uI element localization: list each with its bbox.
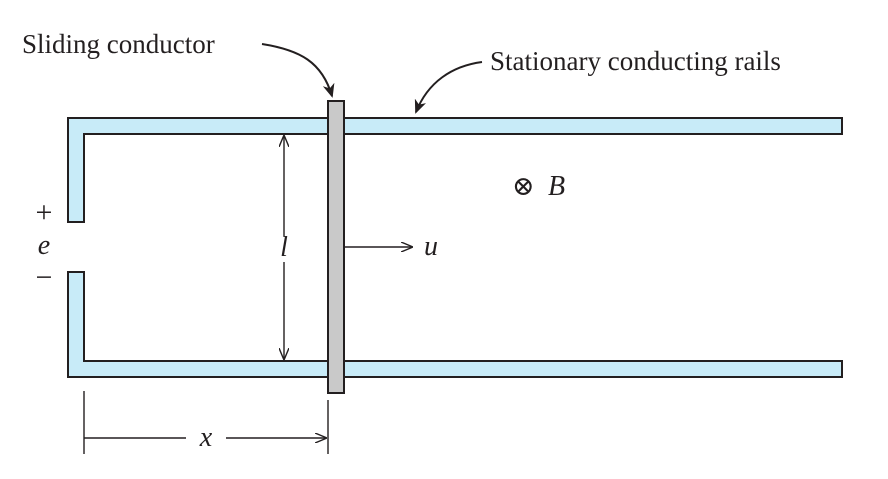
sliding-conductor-pointer xyxy=(261,43,335,98)
sliding-conductor-bar xyxy=(327,100,345,394)
minus-terminal-sign: − xyxy=(36,261,53,294)
stationary-rails-pointer xyxy=(414,61,483,114)
emf-label: e xyxy=(38,230,50,261)
field-label: B xyxy=(548,171,565,202)
length-label: l xyxy=(280,232,288,263)
position-label: x xyxy=(199,422,213,453)
top-rail xyxy=(67,117,843,223)
field-direction-symbol: ⊗ xyxy=(512,171,535,201)
velocity-label: u xyxy=(424,231,438,262)
bottom-rail xyxy=(67,271,843,378)
plus-terminal-sign: + xyxy=(36,196,53,229)
sliding-conductor-label: Sliding conductor xyxy=(22,29,215,59)
stationary-rails-label: Stationary conducting rails xyxy=(490,46,781,76)
